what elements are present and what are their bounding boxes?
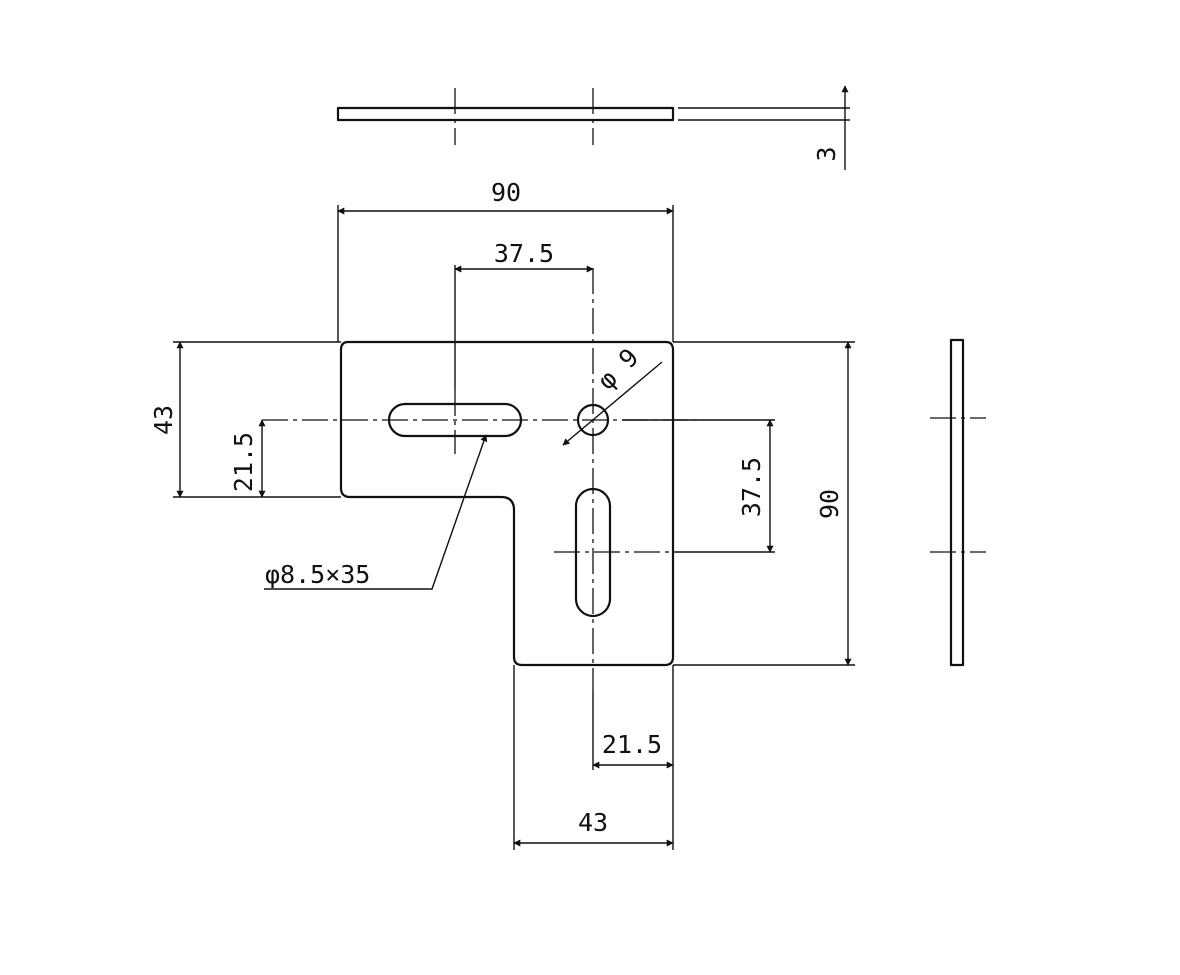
bottom-width-label: 43 — [578, 808, 608, 837]
hole-leader — [562, 361, 663, 446]
vertical-slot — [574, 487, 612, 618]
right-height-label: 90 — [815, 489, 844, 519]
top-width-label: 90 — [491, 178, 521, 207]
right-slot-label: 37.5 — [737, 457, 766, 517]
hole-offset-label: 37.5 — [494, 239, 554, 268]
round-hole — [576, 403, 610, 437]
plate-outline — [339, 340, 675, 667]
slot-leader — [264, 434, 488, 590]
top-edge-view: 3 — [336, 85, 850, 170]
plan-view: φ 9 φ8.5×35 — [262, 268, 700, 690]
dimensions: 90 37.5 43 21.5 37.5 90 — [149, 178, 855, 850]
hole-label: φ 9 — [592, 343, 644, 395]
thickness-label: 3 — [812, 146, 841, 161]
horizontal-slot — [387, 402, 523, 438]
top-edge-part — [336, 106, 675, 122]
right-edge-part — [949, 338, 965, 667]
right-edge-view — [930, 338, 986, 667]
left-height-label: 43 — [149, 405, 178, 435]
left-center-label: 21.5 — [229, 432, 258, 492]
slot-label: φ8.5×35 — [265, 560, 370, 589]
bottom-center-label: 21.5 — [602, 730, 662, 759]
